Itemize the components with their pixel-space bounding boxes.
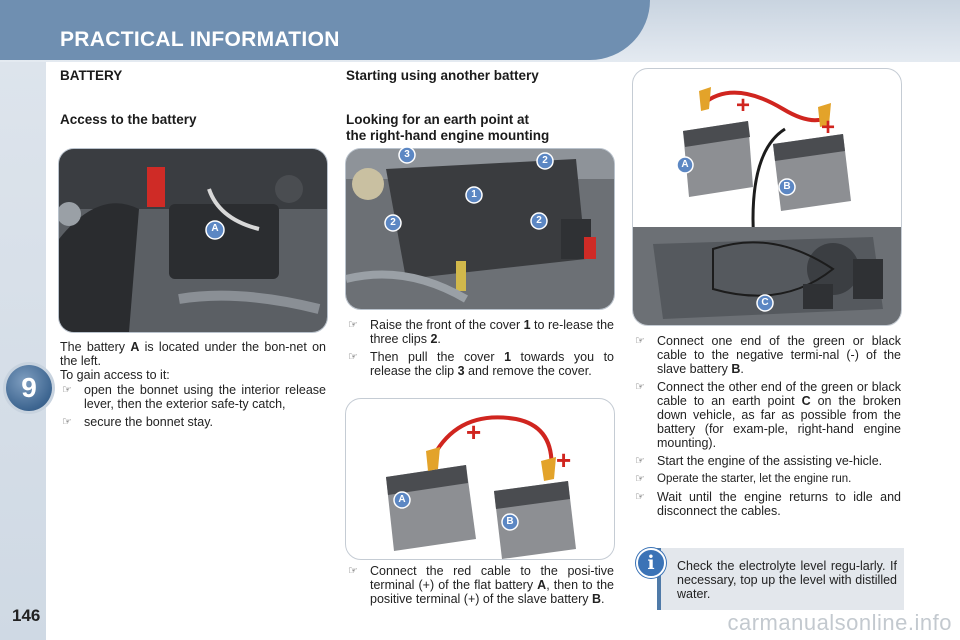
pointing-hand-icon: ☞ [348,565,358,577]
label-2-text-left: 2 [390,217,396,228]
section-title-starting: Starting using another battery [346,68,539,83]
subtitle-earth-point-1: Looking for an earth point at [346,112,529,127]
svg-text:+: + [821,114,835,141]
label-3-text: 3 [404,149,410,160]
jump-start-diagram: + + [632,68,902,326]
gain-access-text: To gain access to it: [60,368,170,382]
list-item: ☞Start the engine of the assisting ve-hi… [635,454,883,468]
section-title-battery: BATTERY [60,68,123,83]
battery-b-text: B [506,516,514,527]
label-3-marker [398,146,416,164]
page-header-title: PRACTICAL INFORMATION [60,28,340,51]
pointing-hand-icon: ☞ [635,381,645,393]
list-item: ☞Connect the other end of the green or b… [635,380,901,450]
list-item: ☞Connect one end of the green or black c… [635,334,901,376]
label-2-text-top: 2 [542,155,548,166]
label-1-marker [465,186,483,204]
earth-point-c-marker [756,294,774,312]
pointing-hand-icon: ☞ [635,455,645,467]
pointing-hand-icon: ☞ [348,351,358,363]
svg-text:+: + [736,92,750,119]
battery-b-marker [501,513,519,531]
label-2-marker-left [384,214,402,232]
list-item: ☞secure the bonnet stay. [62,415,214,429]
jump-start-steps-list: ☞Connect one end of the green or black c… [633,334,901,522]
right-battery-a-text: A [681,159,689,170]
chapter-badge: 9 [6,365,52,411]
list-item: ☞Connect the red cable to the posi-tive … [348,564,614,606]
watermark: carmanualsonline.info [727,610,952,635]
svg-text:+: + [466,417,481,447]
access-steps-list: ☞open the bonnet using the interior rele… [60,383,326,433]
info-text: Check the electrolyte level regu-larly. … [677,559,897,601]
right-battery-a-marker [676,156,694,174]
label-2-marker-right [530,212,548,230]
list-item: ☞Operate the starter, let the engine run… [635,473,852,485]
list-item: ☞Then pull the cover 1 towards you to re… [348,350,614,378]
info-box: Check the electrolyte level regu-larly. … [657,548,904,610]
list-item: ☞open the bonnet using the interior rele… [62,383,326,411]
earth-point-c-text: C [761,297,769,308]
label-a-text: A [211,223,219,234]
pointing-hand-icon: ☞ [635,473,645,485]
engine-cover-photo [345,148,615,310]
label-a-marker [205,220,225,240]
list-item: ☞Raise the front of the cover 1 to re-le… [348,318,614,346]
right-battery-b-marker [778,178,796,196]
battery-location-text: The battery A is located under the bon-n… [60,340,326,368]
page-number: 146 [12,606,41,625]
left-margin-strip [0,62,46,640]
pointing-hand-icon: ☞ [62,416,72,428]
battery-a-text: A [398,494,406,505]
right-battery-b-text: B [783,181,791,192]
subtitle-access-battery: Access to the battery [60,112,197,127]
list-item: ☞Wait until the engine returns to idle a… [635,490,901,518]
battery-access-photo [58,148,328,333]
battery-a-marker [393,491,411,509]
red-cable-diagram: + + [345,398,615,560]
pointing-hand-icon: ☞ [635,491,645,503]
header-tab [0,0,650,60]
pointing-hand-icon: ☞ [62,384,72,396]
label-2-marker-top [536,152,554,170]
label-2-text-right: 2 [536,215,542,226]
subtitle-earth-point-2: the right-hand engine mounting [346,128,550,143]
svg-text:+: + [556,445,571,475]
cover-steps-list: ☞Raise the front of the cover 1 to re-le… [346,318,614,382]
pointing-hand-icon: ☞ [348,319,358,331]
red-cable-steps-list: ☞Connect the red cable to the posi-tive … [346,564,614,610]
label-1-text: 1 [471,189,477,200]
info-icon: i [636,548,666,578]
pointing-hand-icon: ☞ [635,335,645,347]
